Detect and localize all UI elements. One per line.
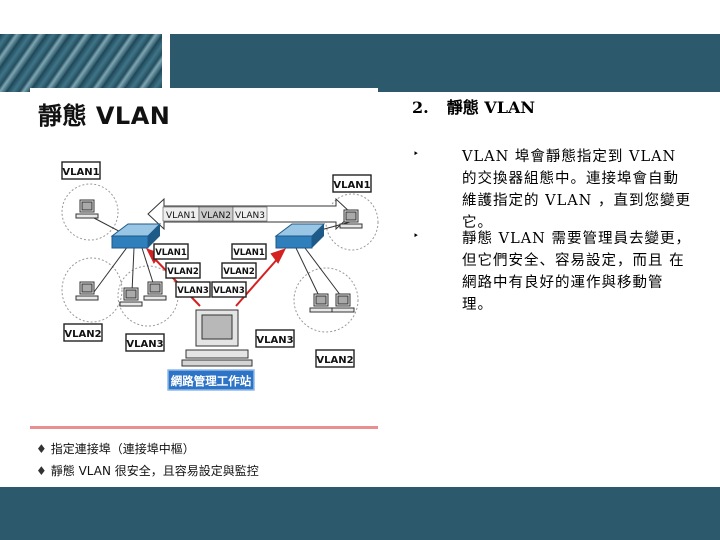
footer-bar (0, 487, 720, 540)
bullet-item-2: ‣ 靜態 VLAN 需要管理員去變更，但它們安全、容易設定，而且 在網路中有良好… (413, 228, 693, 313)
trunk-label-2: VLAN2 (201, 211, 231, 221)
banner-top-white (0, 0, 720, 34)
banner-divider (162, 34, 170, 92)
switch-left (110, 223, 162, 249)
vlan-tag-bottom-right-b: VLAN2 (316, 355, 353, 366)
host-group-bottom-left (61, 257, 123, 323)
trunk-label-1: VLAN1 (166, 211, 196, 221)
switch-right (274, 223, 326, 249)
figure-note-2: ♦靜態 VLAN 很安全，且容易設定與監控 (36, 464, 259, 478)
vlan-tag-switch-left-2: VLAN2 (167, 267, 199, 277)
vlan-tag-switch-left-1: VLAN1 (155, 248, 187, 258)
vlan-tag-bottom-left-a: VLAN2 (64, 329, 101, 340)
trunk-label-3: VLAN3 (235, 211, 265, 221)
vlan-tag-top-left: VLAN1 (62, 167, 99, 178)
figure-title: 靜態 VLAN (38, 102, 171, 130)
vlan-tag-bottom-right-a: VLAN3 (256, 335, 293, 346)
computer-bottom-mid-a (119, 287, 143, 307)
vlan-tags (61, 161, 372, 368)
management-workstation (181, 309, 253, 367)
workstation-label: 網路管理工作站 (171, 374, 252, 388)
trunk-arrow (147, 197, 353, 231)
host-group-top-left (61, 183, 119, 241)
banner-fish-photo (0, 34, 162, 92)
vlan-tag-switch-right-1: VLAN1 (233, 248, 265, 258)
slide-heading: 2. 靜態 VLAN (412, 94, 535, 118)
computer-top-right (339, 209, 363, 229)
vlan-tag-switch-left-3: VLAN3 (177, 286, 209, 296)
vlan-tag-switch-right-2: VLAN2 (223, 267, 255, 277)
computer-bottom-right-a (309, 293, 333, 313)
figure-note-1: ♦指定連接埠（連接埠中樞） (36, 442, 195, 456)
bullet-text-2: 靜態 VLAN 需要管理員去變更，但它們安全、容易設定，而且 在網路中有良好的運… (462, 231, 691, 313)
heading-title: 靜態 VLAN (446, 98, 535, 117)
workstation-label-box (167, 369, 255, 391)
bullet-text-1: VLAN 埠會靜態指定到 VLAN 的交換器組態中。連接埠會自動維護指定的 VL… (462, 149, 691, 231)
computer-top-left (75, 199, 99, 219)
figure-note-1-text: 指定連接埠（連接埠中樞） (50, 442, 195, 456)
computer-bottom-right-b (331, 293, 355, 313)
bullet-item-1: ‣ VLAN 埠會靜態指定到 VLAN 的交換器組態中。連接埠會自動維護指定的 … (413, 146, 693, 231)
figure-divider (30, 426, 378, 429)
bullet-marker-icon: ‣ (413, 231, 419, 242)
host-group-bottom-right (293, 267, 359, 333)
heading-number: 2. (412, 98, 429, 117)
computer-bottom-left (75, 281, 99, 301)
bullet-marker-icon: ‣ (413, 149, 419, 160)
computer-bottom-mid-b (143, 281, 167, 301)
vlan-tag-top-right: VLAN1 (333, 180, 370, 191)
vlan-tag-switch-right-3: VLAN3 (213, 286, 245, 296)
vlan-tag-bottom-left-b: VLAN3 (126, 339, 163, 350)
figure-note-2-text: 靜態 VLAN 很安全，且容易設定與監控 (50, 464, 259, 478)
